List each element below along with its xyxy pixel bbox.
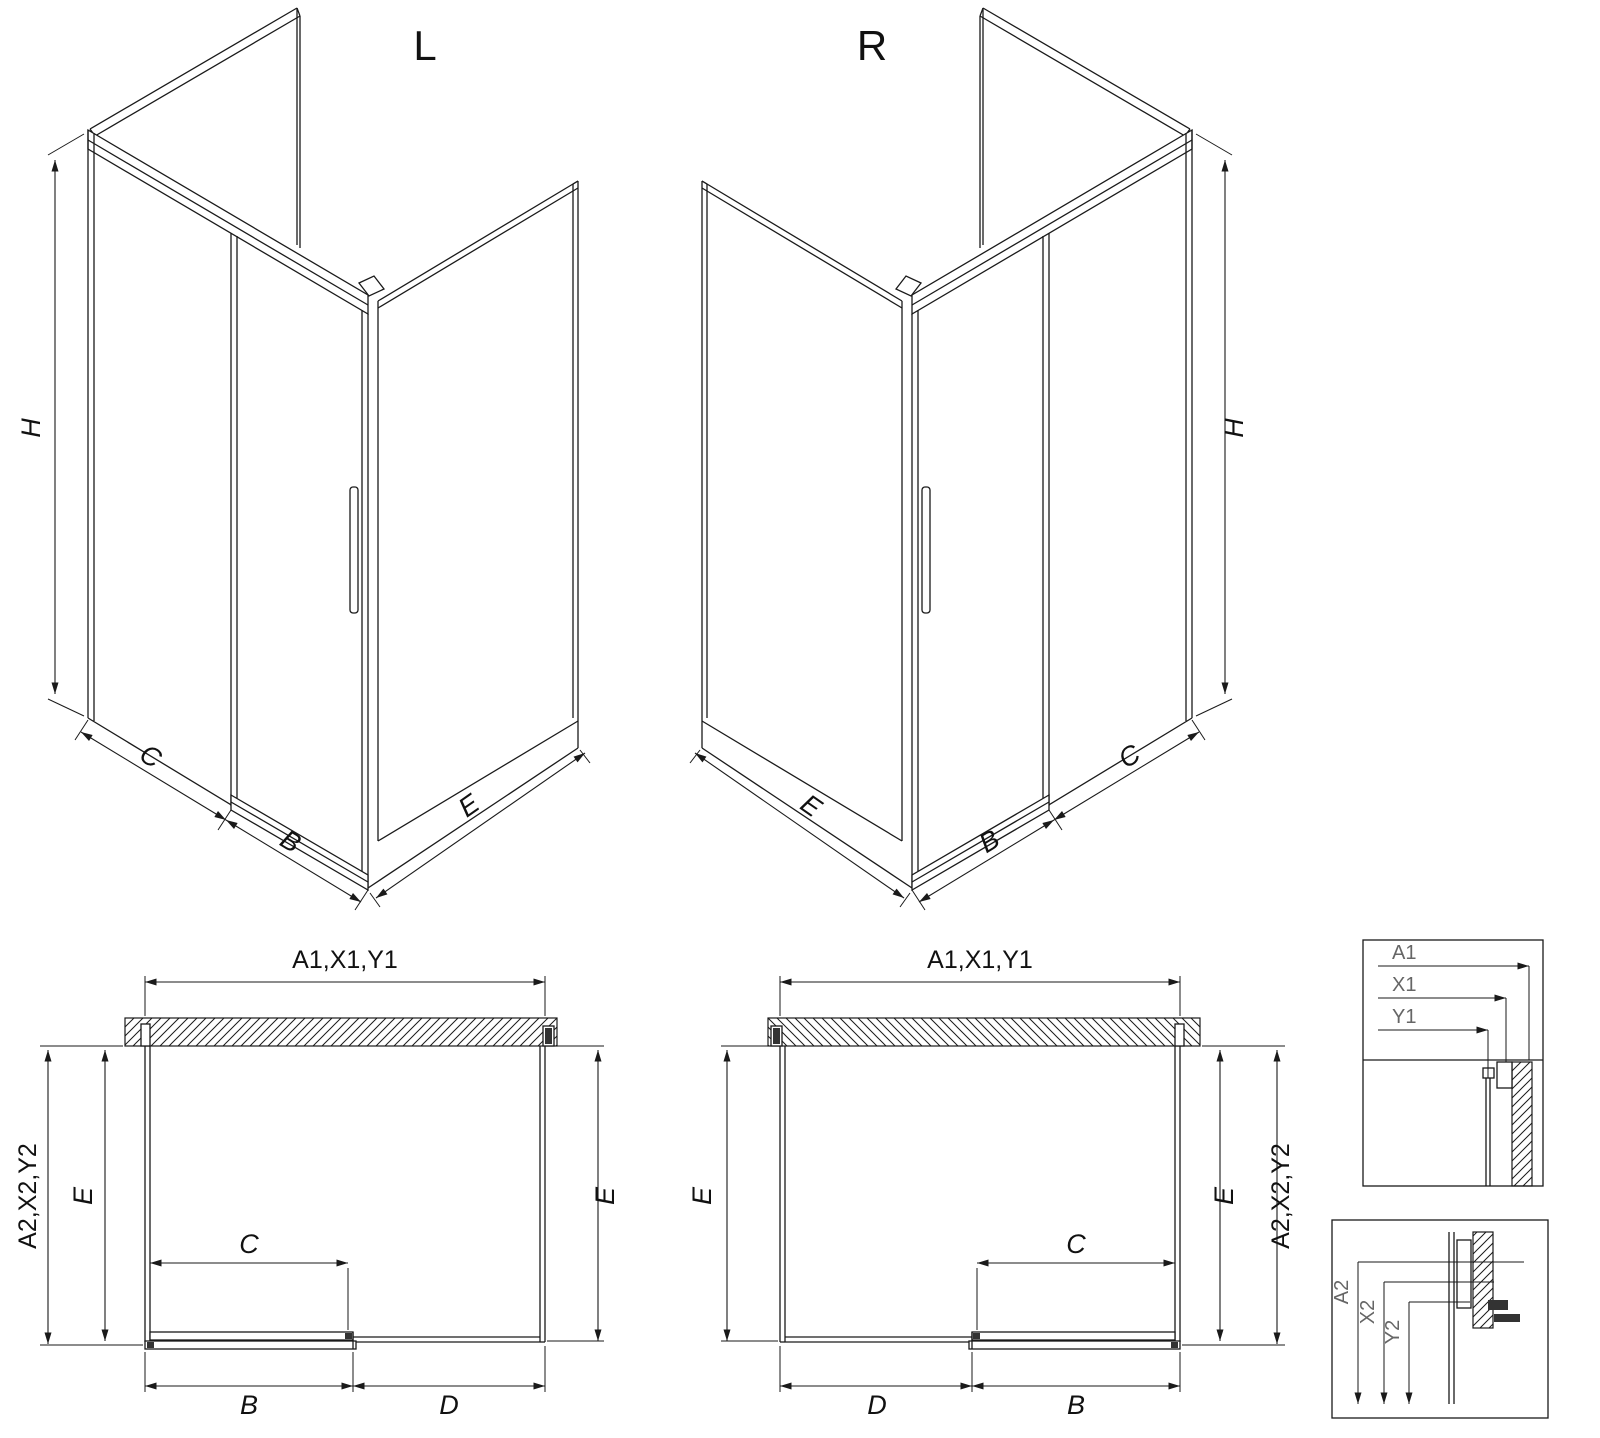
plan-view-left-geometry <box>40 976 604 1392</box>
plan-left-dim-d: D <box>439 1390 459 1420</box>
dim-label-h-left: H <box>16 418 46 438</box>
plan-view-left-labels: A1,X1,Y1 A2,X2,Y2 E E C B D <box>14 946 620 1420</box>
plan-view-right-geometry <box>721 976 1285 1392</box>
plan-left-dim-e-left: E <box>68 1186 98 1205</box>
dim-label-c-right: C <box>1113 738 1146 774</box>
plan-right-dim-top: A1,X1,Y1 <box>927 946 1033 974</box>
detail-dim-a2: A2 <box>1331 1280 1353 1304</box>
plan-view-right-labels: A1,X1,Y1 E E A2,X2,Y2 C D B <box>687 946 1295 1420</box>
detail-top-profile: A1 X1 Y1 <box>1362 939 1544 1187</box>
plan-right-dim-c: C <box>1066 1229 1086 1259</box>
dim-label-c-left: C <box>135 738 168 774</box>
iso-view-left-labels: L H C B E <box>16 22 486 859</box>
variant-label-right: R <box>857 22 887 69</box>
detail-dim-a1: A1 <box>1392 942 1416 964</box>
detail-bottom-profile: A2 X2 Y2 <box>1331 1219 1549 1419</box>
plan-left-dim-e-right: E <box>590 1186 620 1205</box>
plan-left-dim-top: A1,X1,Y1 <box>292 946 398 974</box>
plan-right-dim-d: D <box>867 1390 887 1420</box>
iso-view-left-geometry <box>48 8 590 910</box>
plan-right-dim-e-left: E <box>687 1186 717 1205</box>
detail-dim-y1: Y1 <box>1392 1006 1416 1028</box>
plan-left-dim-b: B <box>240 1390 258 1420</box>
plan-left-dim-side: A2,X2,Y2 <box>14 1143 42 1249</box>
detail-dim-y2: Y2 <box>1382 1320 1404 1344</box>
iso-view-right-geometry <box>690 8 1232 910</box>
plan-right-dim-side: A2,X2,Y2 <box>1267 1143 1295 1249</box>
plan-right-dim-e-right: E <box>1209 1186 1239 1205</box>
plan-left-dim-c: C <box>239 1229 259 1259</box>
variant-label-left: L <box>413 22 436 69</box>
plan-right-dim-b: B <box>1067 1390 1085 1420</box>
detail-dim-x1: X1 <box>1392 974 1416 996</box>
detail-dim-x2: X2 <box>1357 1300 1379 1324</box>
dim-label-h-right: H <box>1219 418 1249 438</box>
